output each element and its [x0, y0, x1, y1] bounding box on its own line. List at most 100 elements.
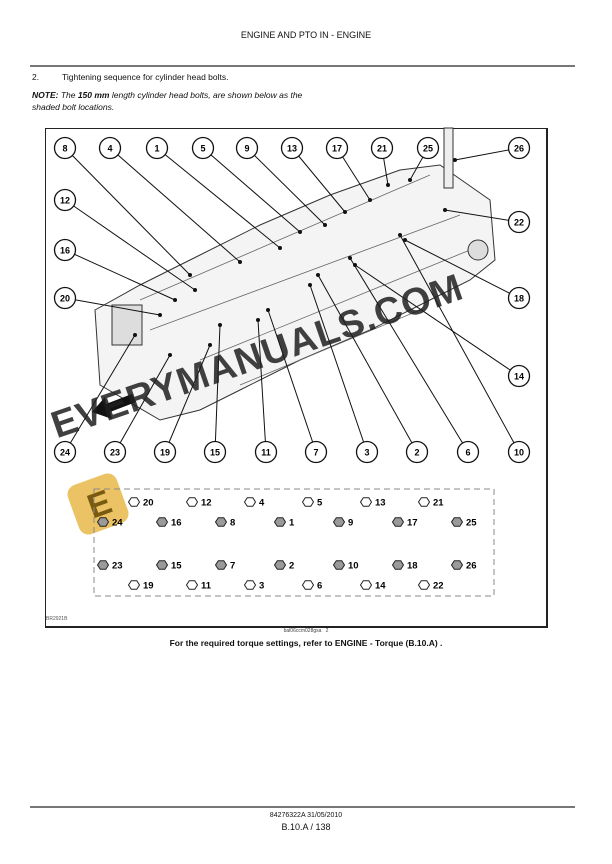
callout-circle — [235, 136, 259, 160]
callout-label: 21 — [377, 144, 387, 154]
callout-circle — [145, 136, 169, 160]
doc-number-date: 84276322A 31/05/2010 — [269, 812, 343, 819]
leader-dot — [343, 210, 347, 214]
bolt-legend-box — [93, 488, 495, 597]
torque-reference: For the required torque settings, refer … — [169, 638, 443, 648]
callout-circle — [370, 136, 394, 160]
step-2: 2. Tightening sequence for cylinder head … — [32, 72, 229, 82]
leader-line — [404, 239, 520, 299]
note-text: The — [58, 90, 78, 100]
callout-circle — [98, 136, 122, 160]
callout-label: 26 — [514, 144, 524, 154]
leader-dot — [348, 256, 352, 260]
leader-line — [267, 309, 317, 453]
bolt-number: 21 — [433, 498, 444, 509]
callout-circle — [507, 364, 531, 388]
leader-line — [444, 209, 520, 223]
callout-circle — [103, 440, 127, 464]
bolt-number: 9 — [348, 518, 353, 529]
header-rule — [30, 65, 575, 67]
bolt-number: 5 — [317, 498, 323, 509]
bolt-number: 18 — [407, 561, 418, 572]
bolt-number: 6 — [317, 581, 322, 592]
note: NOTE: The 150 mm length cylinder head bo… — [32, 89, 332, 113]
leader-line — [246, 147, 326, 226]
caption-code: bal06ccm028gsa — [283, 628, 322, 634]
bolt-number: 19 — [143, 581, 154, 592]
callout-label: 16 — [60, 246, 70, 256]
bolt-number: 8 — [230, 518, 235, 529]
leader-dot — [386, 183, 390, 187]
callout-label: 12 — [60, 196, 70, 206]
callout-circle — [254, 440, 278, 464]
leader-dot — [188, 273, 192, 277]
callout-circle — [280, 136, 304, 160]
callout-label: 25 — [423, 144, 433, 154]
bolt-number: 23 — [112, 561, 123, 572]
bolt-number: 2 — [289, 561, 294, 572]
shaded-bolt-icon — [155, 517, 169, 527]
callout-circle — [405, 440, 429, 464]
callout-circle — [355, 440, 379, 464]
callout-label: 4 — [107, 144, 112, 154]
bolt-number: 10 — [348, 561, 359, 572]
page-number: B.10.A / 138 — [281, 822, 331, 832]
callout-label: 20 — [60, 294, 70, 304]
bolt-icon — [243, 497, 257, 507]
page-header: ENGINE AND PTO IN - ENGINE — [240, 30, 372, 40]
callout-circle — [456, 440, 480, 464]
bolt-icon — [185, 497, 199, 507]
leader-line — [399, 234, 520, 453]
bolt-number: 11 — [201, 581, 212, 592]
callout-label: 15 — [210, 448, 220, 458]
bolt-number: 1 — [289, 518, 295, 529]
bolt-number: 17 — [407, 518, 418, 529]
callout-label: 24 — [60, 448, 70, 458]
note-text-2: length cylinder head bolts, are shown be… — [32, 90, 303, 112]
figure-frame — [45, 128, 548, 628]
note-label: NOTE: — [32, 90, 59, 100]
leader-dot — [173, 298, 177, 302]
callout-label: 8 — [62, 144, 67, 154]
leader-dot — [278, 246, 282, 250]
shaded-bolt-icon — [391, 560, 405, 570]
head-bolt — [443, 127, 454, 189]
bolt-number: 16 — [171, 518, 182, 529]
leader-line — [317, 274, 418, 453]
step-number: 2. — [32, 72, 40, 82]
callout-circle — [416, 136, 440, 160]
callout-label: 22 — [514, 218, 524, 228]
bolt-number: 20 — [143, 498, 154, 509]
callout-label: 18 — [514, 294, 524, 304]
callout-circle — [203, 440, 227, 464]
leader-dot — [168, 353, 172, 357]
bolt-icon — [127, 580, 141, 590]
shaded-bolt-icon — [450, 560, 464, 570]
shaded-bolt-icon — [214, 560, 228, 570]
leader-line — [354, 264, 520, 377]
step-text: Tightening sequence for cylinder head bo… — [62, 72, 229, 82]
leader-dot — [408, 178, 412, 182]
leader-line — [64, 199, 196, 291]
leader-line — [349, 257, 469, 453]
leader-line — [114, 354, 171, 453]
leader-line — [109, 147, 241, 263]
leader-dot — [323, 223, 327, 227]
leader-line — [64, 147, 191, 276]
bolt-icon — [243, 580, 257, 590]
shaded-bolt-icon — [96, 560, 110, 570]
callout-label: 5 — [200, 144, 205, 154]
callout-label: 10 — [514, 448, 524, 458]
callout-circle — [507, 210, 531, 234]
callout-circle — [153, 440, 177, 464]
shaded-bolt-icon — [332, 517, 346, 527]
callout-label: 17 — [332, 144, 342, 154]
leader-dot — [308, 283, 312, 287]
callout-circle — [507, 440, 531, 464]
figure-id: BR2921B — [46, 616, 68, 622]
shaded-bolt-icon — [391, 517, 405, 527]
shaded-bolt-icon — [273, 517, 287, 527]
callout-label: 14 — [514, 372, 524, 382]
engine-end-cover — [111, 304, 143, 346]
shaded-bolt-icon — [450, 517, 464, 527]
